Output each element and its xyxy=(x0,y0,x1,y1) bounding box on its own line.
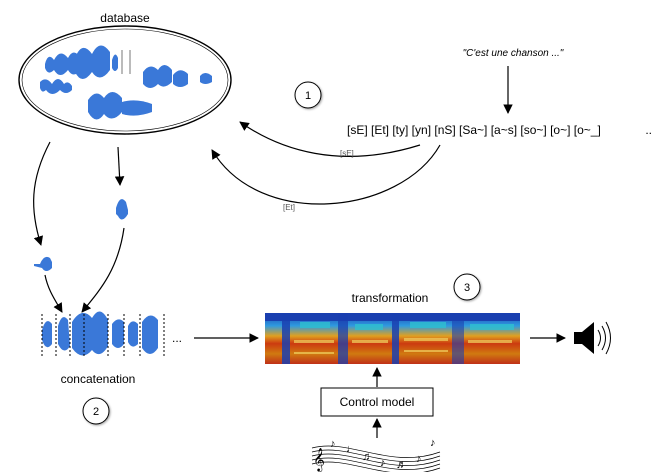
db-arrow-right xyxy=(114,146,125,186)
step-3-circle xyxy=(453,273,481,301)
database-title: database xyxy=(100,11,150,25)
lookup-arrow-1 xyxy=(239,121,421,157)
svg-text:♬: ♬ xyxy=(396,459,407,471)
step-2-circle xyxy=(82,397,110,425)
phoneme-sequence: [sE] [Et] [ty] [yn] [nS] [Sa~] [a~s] [so… xyxy=(347,123,601,137)
unit-snippet-right xyxy=(116,199,128,220)
svg-text:♫: ♫ xyxy=(362,451,370,463)
step-1-number: 1 xyxy=(305,90,311,102)
phoneme-sequence-trail: .. xyxy=(645,123,652,137)
control-model-box xyxy=(320,387,434,417)
snippet-arrow-left xyxy=(44,274,63,313)
svg-text:𝄞: 𝄞 xyxy=(313,449,325,472)
db-arrow-left xyxy=(33,141,51,246)
concatenated-waveform xyxy=(41,311,165,358)
input-text-quote: "C'est une chanson ..." xyxy=(463,48,564,59)
unit-snippet-left xyxy=(34,256,52,271)
snippet-arrow-right xyxy=(81,227,125,313)
svg-text:♪: ♪ xyxy=(380,457,386,469)
svg-text:♪: ♪ xyxy=(330,438,336,450)
step-1-circle xyxy=(294,81,322,109)
database-ellipse xyxy=(18,25,232,135)
step-3-number: 3 xyxy=(464,282,470,294)
spectrogram xyxy=(265,313,520,364)
svg-text:♪: ♪ xyxy=(430,437,436,449)
speaker-icon xyxy=(574,321,611,355)
lookup-arrow-1-label: [sE] xyxy=(340,149,354,158)
lookup-arrow-2-label: [Et] xyxy=(283,203,295,212)
database-waveforms xyxy=(40,45,212,120)
transformation-label: transformation xyxy=(352,291,429,305)
database-ellipse-inner xyxy=(21,28,229,132)
svg-text:♩: ♩ xyxy=(346,443,357,455)
concatenation-ellipsis: ... xyxy=(172,331,182,345)
concatenation-label: concatenation xyxy=(61,372,136,386)
step-2-number: 2 xyxy=(93,406,99,418)
music-staff-icon: 𝄞 ♪ ♩ ♫ ♪ ♬ ♪ ♪ xyxy=(311,437,441,472)
svg-text:♪: ♪ xyxy=(416,453,422,465)
control-model-label: Control model xyxy=(340,395,415,409)
lookup-arrow-2 xyxy=(211,144,441,205)
